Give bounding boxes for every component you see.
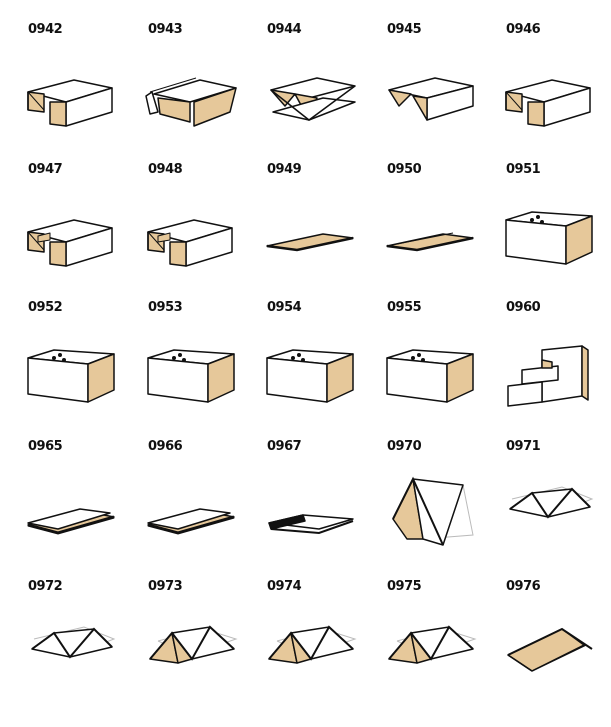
style-item: 0945: [387, 22, 497, 152]
style-item: 0966: [147, 439, 258, 569]
style-item: 0973: [148, 579, 258, 709]
package-illustration-icon: [27, 219, 113, 267]
package-illustration-icon: [507, 627, 593, 672]
style-item: 0967: [267, 439, 377, 569]
style-item: 0948: [147, 162, 258, 292]
style-code: 0946: [506, 22, 541, 37]
style-code: 0976: [506, 579, 541, 594]
package-illustration-icon: [509, 486, 594, 519]
style-item: 0942: [27, 22, 138, 152]
style-code: 0972: [28, 579, 63, 594]
package-illustration-icon: [507, 345, 589, 407]
style-code: 0944: [267, 22, 302, 37]
style-item: 0949: [266, 162, 377, 292]
package-illustration-icon: [388, 77, 474, 121]
style-code: 0967: [267, 439, 302, 454]
style-item: 0954: [266, 300, 377, 430]
style-item: 0953: [147, 300, 258, 430]
package-illustration-icon: [388, 625, 477, 664]
package-illustration-icon: [386, 232, 474, 252]
style-item: 0952: [27, 300, 138, 430]
style-code: 0952: [28, 300, 63, 315]
package-illustration-icon: [31, 626, 116, 659]
style-item: 0951: [505, 162, 611, 292]
package-illustration-icon: [266, 349, 354, 403]
style-code: 0954: [267, 300, 302, 315]
style-code: 0948: [148, 162, 183, 177]
style-item: 0950: [386, 162, 497, 292]
style-item: 0947: [27, 162, 138, 292]
package-illustration-icon: [268, 625, 357, 664]
style-item: 0972: [28, 579, 138, 709]
style-code: 0949: [267, 162, 302, 177]
style-code: 0971: [506, 439, 541, 454]
style-code: 0943: [148, 22, 183, 37]
package-illustration-icon: [270, 77, 356, 121]
style-code: 0951: [506, 162, 541, 177]
style-code: 0973: [148, 579, 183, 594]
package-illustration-icon: [27, 79, 113, 127]
package-illustration-icon: [147, 219, 233, 267]
package-illustration-icon: [266, 233, 354, 252]
style-code: 0950: [387, 162, 422, 177]
style-code: 0945: [387, 22, 422, 37]
package-illustration-icon: [268, 514, 354, 535]
style-code: 0947: [28, 162, 63, 177]
style-code: 0953: [148, 300, 183, 315]
style-code: 0955: [387, 300, 422, 315]
style-item: 0971: [506, 439, 611, 569]
style-code: 0965: [28, 439, 63, 454]
package-illustration-icon: [392, 476, 474, 546]
package-illustration-icon: [505, 211, 593, 265]
style-item: 0946: [505, 22, 611, 152]
style-item: 0965: [27, 439, 138, 569]
package-illustration-icon: [505, 79, 591, 127]
style-code: 0966: [148, 439, 183, 454]
style-item: 0970: [387, 439, 497, 569]
style-item: 0976: [506, 579, 611, 709]
package-illustration-icon: [145, 77, 237, 127]
style-code: 0942: [28, 22, 63, 37]
style-item: 0955: [386, 300, 497, 430]
style-code: 0975: [387, 579, 422, 594]
package-illustration-icon: [27, 349, 115, 403]
style-code: 0970: [387, 439, 422, 454]
style-code: 0960: [506, 300, 541, 315]
style-item: 0960: [506, 300, 611, 430]
style-item: 0944: [267, 22, 377, 152]
package-illustration-icon: [386, 349, 474, 403]
style-item: 0974: [267, 579, 377, 709]
style-item: 0975: [387, 579, 497, 709]
package-illustration-icon: [147, 508, 235, 535]
package-illustration-icon: [147, 349, 235, 403]
package-illustration-icon: [27, 508, 115, 535]
package-illustration-icon: [149, 625, 238, 664]
style-item: 0943: [145, 22, 258, 152]
style-code: 0974: [267, 579, 302, 594]
